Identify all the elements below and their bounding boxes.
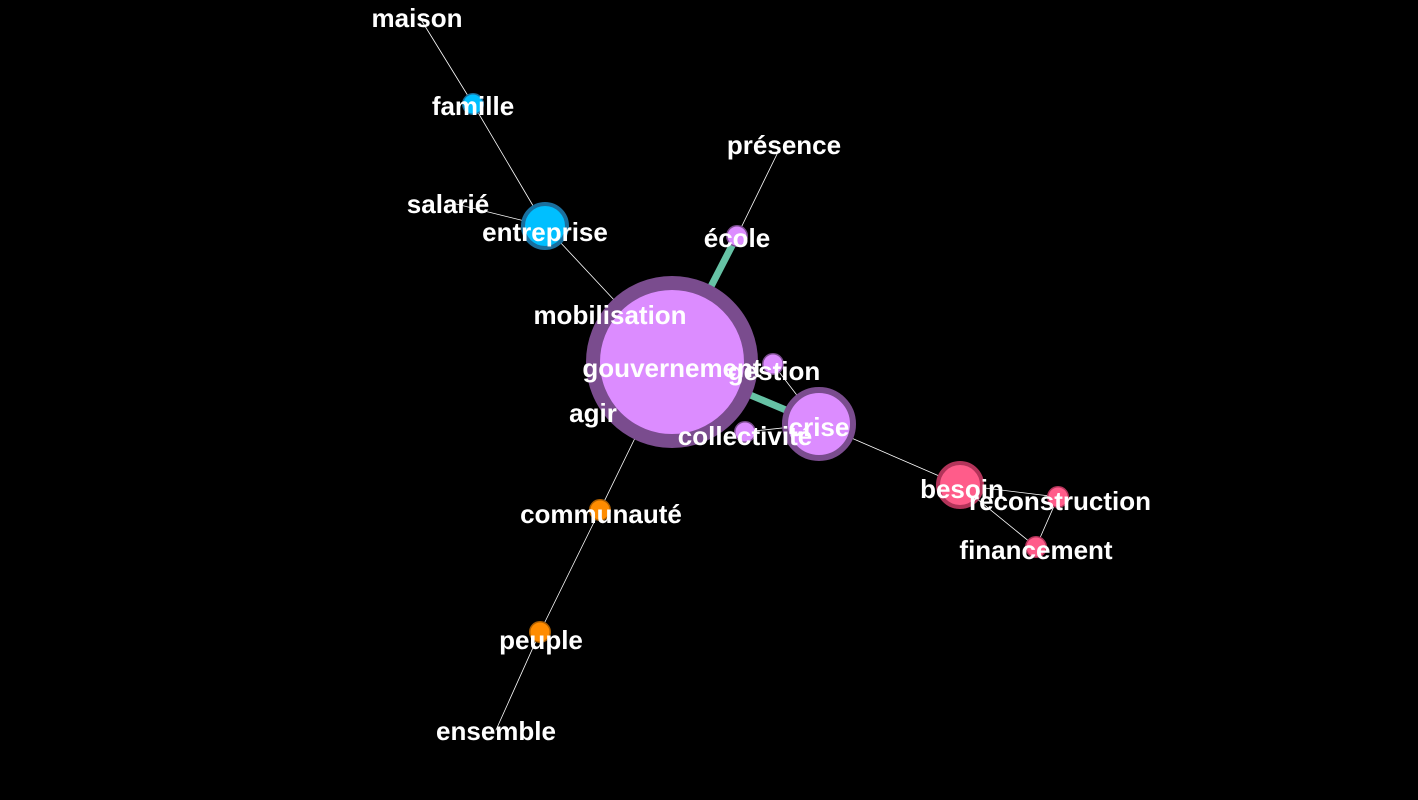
node-label-presence: présence [727, 130, 841, 160]
edge-presence-ecole [736, 147, 781, 237]
node-gestion[interactable] [762, 353, 784, 375]
node-label-ensemble: ensemble [436, 716, 556, 746]
node-label-maison: maison [371, 3, 462, 33]
node-besoin[interactable] [936, 461, 984, 509]
node-label-crise: crise [789, 412, 850, 442]
node-label-famille: famille [432, 91, 514, 121]
node-entreprise[interactable] [521, 202, 569, 250]
node-financement[interactable] [1025, 536, 1047, 558]
node-label-besoin: besoin [920, 474, 1004, 504]
node-peuple[interactable] [529, 621, 551, 643]
node-label-financement: financement [959, 535, 1112, 565]
node-label-ecole: école [704, 223, 771, 253]
edge-maison-famille [419, 17, 474, 105]
node-gouvernement[interactable] [586, 276, 758, 448]
node-famille[interactable] [462, 93, 484, 115]
node-label-reconstruction: reconstruction [969, 486, 1151, 516]
node-collectivite[interactable] [734, 421, 756, 443]
node-communaute[interactable] [589, 499, 611, 521]
node-label-collectivite: collectivité [678, 421, 812, 451]
node-ecole[interactable] [726, 225, 748, 247]
node-label-mobilisation: mobilisation [533, 300, 686, 330]
node-label-gestion: gestion [728, 356, 820, 386]
edge-peuple-ensemble [495, 631, 541, 731]
node-label-entreprise: entreprise [482, 217, 608, 247]
node-label-peuple: peuple [499, 625, 583, 655]
node-label-agir: agir [569, 398, 617, 428]
node-crise[interactable] [782, 387, 856, 461]
node-label-gouvernement: gouvernement [582, 353, 761, 383]
node-layer [462, 93, 1069, 643]
node-reconstruction[interactable] [1047, 486, 1069, 508]
node-label-salarie: salarié [407, 189, 489, 219]
edge-communaute-peuple [539, 509, 601, 633]
node-label-communaute: communauté [520, 499, 682, 529]
